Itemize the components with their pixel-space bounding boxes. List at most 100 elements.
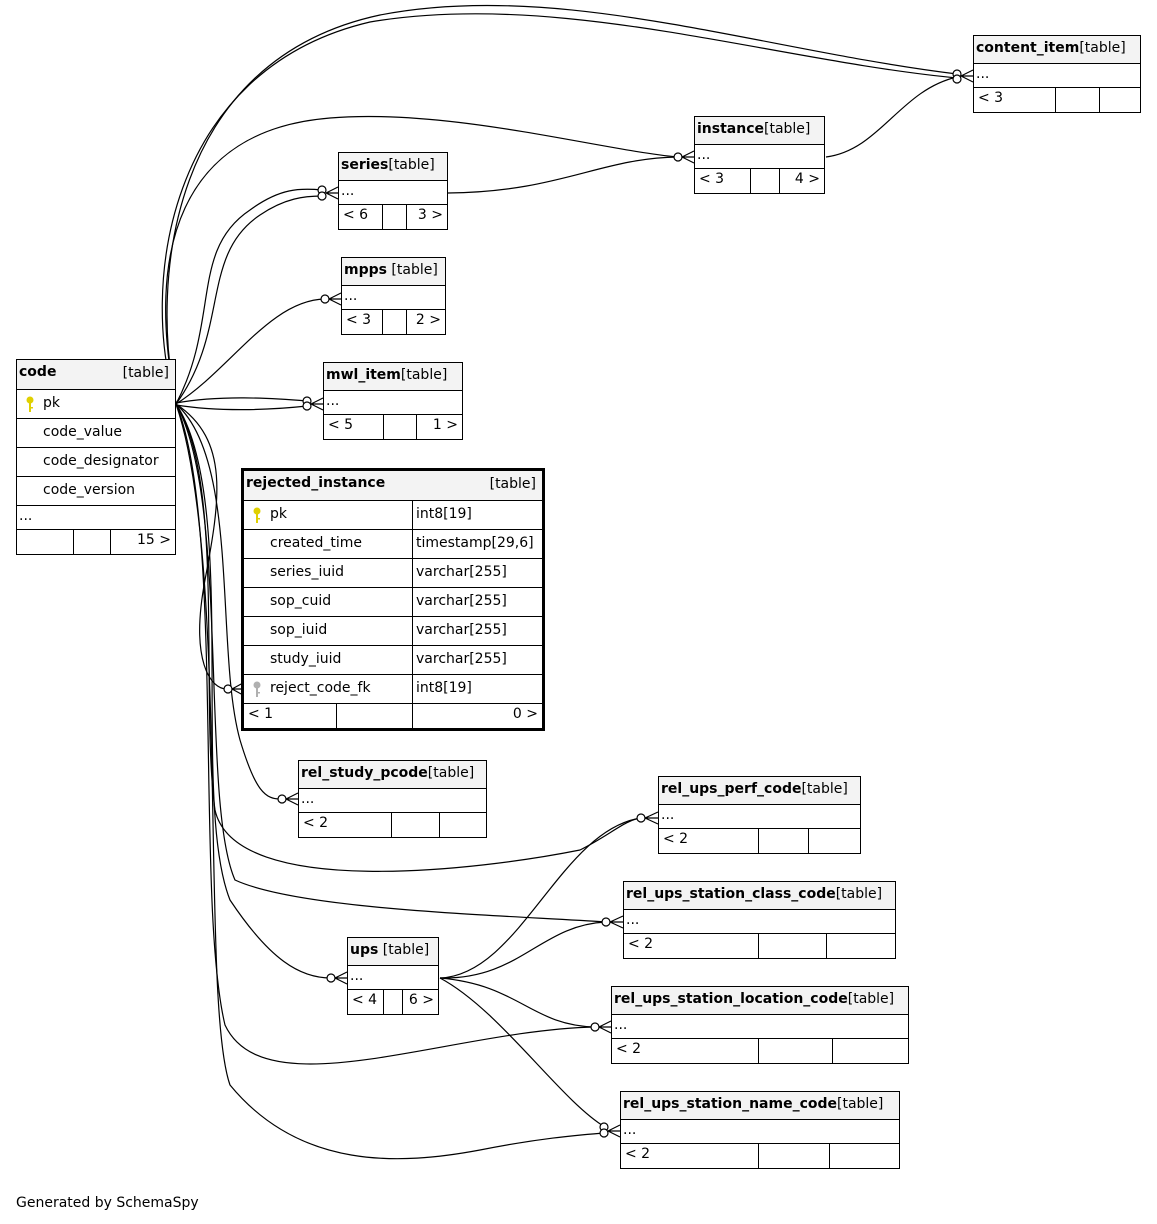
children-count[interactable] [809, 829, 860, 853]
column-row: code_designator [17, 448, 175, 477]
table-tag: [table] [1079, 40, 1126, 56]
children-count[interactable]: 3 > [417, 207, 443, 223]
parents-count[interactable]: < 3 [342, 310, 383, 334]
children-count[interactable] [830, 1144, 899, 1168]
children-count[interactable]: 4 > [794, 171, 820, 187]
parents-count[interactable]: < 3 [695, 169, 751, 193]
table-name: mpps [344, 262, 387, 278]
parents-count[interactable]: < 2 [659, 829, 759, 853]
column-name: code_version [43, 482, 136, 498]
column-row: reject_code_fk int8[19] [244, 675, 542, 704]
column-type: varchar[255] [416, 622, 507, 638]
table-tag: [table] [801, 781, 848, 797]
column-row: sop_iuid varchar[255] [244, 617, 542, 646]
edge-ups-rel_ups_perf_code [439, 817, 642, 979]
table-footer: < 2 [621, 1144, 899, 1168]
table-mwl-item[interactable]: mwl_item[table] ... < 5 1 > [323, 362, 463, 440]
columns-count [759, 1144, 830, 1168]
edge-end-circle [952, 74, 962, 84]
column-name: code_value [43, 424, 123, 440]
table-header: rel_ups_station_name_code[table] [621, 1092, 899, 1120]
edge-end-circle [326, 973, 336, 983]
more-columns: ... [348, 966, 438, 990]
parents-count[interactable]: < 2 [612, 1039, 759, 1063]
children-count[interactable] [827, 934, 895, 958]
table-tag: [table] [764, 121, 811, 137]
table-tag: [table] [388, 157, 435, 173]
table-name: ups [350, 942, 379, 958]
edge-end-circle [599, 1128, 609, 1138]
table-tag: [table] [122, 365, 169, 381]
table-header: code[table] [17, 360, 175, 390]
table-instance[interactable]: instance[table] ... < 3 4 > [694, 116, 825, 194]
edge-code-rel_ups_station_name_code [175, 403, 605, 1160]
table-tag: [table] [847, 991, 895, 1007]
table-name: rel_study_pcode [301, 765, 428, 781]
table-rel-ups-station-class-code[interactable]: rel_ups_station_class_code[table] ... < … [623, 881, 896, 959]
table-rel-ups-station-location-code[interactable]: rel_ups_station_location_code[table] ...… [611, 986, 909, 1064]
children-count[interactable] [440, 813, 486, 837]
primary-key-icon [253, 507, 261, 523]
parents-count[interactable]: < 6 [339, 205, 383, 229]
table-tag: [table] [400, 367, 448, 383]
table-header: rel_study_pcode[table] [299, 761, 486, 789]
columns-count [1056, 88, 1100, 112]
crow-foot [960, 69, 974, 83]
edge-instance-content_item [825, 76, 958, 158]
table-rel-ups-perf-code[interactable]: rel_ups_perf_code[table] ... < 2 [658, 776, 861, 854]
columns-count [337, 704, 413, 728]
table-footer: < 1 0 > [244, 704, 542, 728]
edge-end-circle [601, 917, 611, 927]
parents-count[interactable] [17, 530, 74, 554]
column-row: study_iuid varchar[255] [244, 646, 542, 675]
table-ups[interactable]: ups [table] ... < 4 6 > [347, 937, 439, 1015]
table-rel-study-pcode[interactable]: rel_study_pcode[table] ... < 2 [298, 760, 487, 838]
table-rel-ups-station-name-code[interactable]: rel_ups_station_name_code[table] ... < 2 [620, 1091, 900, 1169]
table-name: rel_ups_station_name_code [623, 1096, 837, 1112]
children-count[interactable]: 1 > [432, 417, 458, 433]
parents-count[interactable]: < 5 [324, 415, 384, 439]
crow-foot [325, 186, 339, 200]
edge-code-mpps [175, 298, 326, 405]
columns-count [384, 990, 403, 1014]
edge-code-mwl_item [175, 404, 308, 411]
table-code[interactable]: code[table] pk code_value code_designato… [16, 359, 176, 555]
table-footer: < 3 2 > [342, 310, 445, 334]
children-count[interactable] [833, 1039, 908, 1063]
table-footer: < 2 [299, 813, 486, 837]
table-mpps[interactable]: mpps [table] ... < 3 2 > [341, 257, 446, 335]
parents-count[interactable]: < 1 [244, 704, 337, 728]
more-columns: ... [621, 1120, 899, 1144]
column-row: pk [17, 390, 175, 419]
table-tag: [table] [391, 262, 438, 278]
table-tag: [table] [837, 1096, 884, 1112]
parents-count[interactable]: < 2 [621, 1144, 759, 1168]
table-header: series[table] [339, 153, 447, 181]
parents-count[interactable]: < 3 [974, 88, 1056, 112]
crow-foot [607, 1124, 621, 1138]
table-rejected-instance[interactable]: rejected_instance[table] pk int8[19] cre… [241, 468, 545, 731]
table-header: mwl_item[table] [324, 363, 462, 391]
crow-foot [609, 915, 624, 929]
table-footer: 15 > [17, 530, 175, 554]
table-name: instance [697, 121, 764, 137]
more-columns: ... [339, 181, 447, 205]
column-type: varchar[255] [416, 651, 507, 667]
children-count[interactable] [1100, 88, 1140, 112]
table-header: rel_ups_station_location_code[table] [612, 987, 908, 1015]
columns-count [751, 169, 780, 193]
parents-count[interactable]: < 2 [299, 813, 392, 837]
children-count[interactable]: 15 > [137, 532, 171, 548]
parents-count[interactable]: < 2 [624, 934, 759, 958]
column-type: varchar[255] [416, 593, 507, 609]
column-name: sop_cuid [270, 593, 332, 609]
table-series[interactable]: series[table] ... < 6 3 > [338, 152, 448, 230]
crow-foot [310, 397, 324, 411]
children-count[interactable]: 2 > [415, 312, 441, 328]
table-content-item[interactable]: content_item[table] ... < 3 [973, 35, 1141, 113]
parents-count[interactable]: < 4 [348, 990, 384, 1014]
children-count[interactable]: 6 > [408, 992, 434, 1008]
foreign-key-icon [253, 681, 261, 697]
children-count[interactable]: 0 > [512, 706, 538, 722]
